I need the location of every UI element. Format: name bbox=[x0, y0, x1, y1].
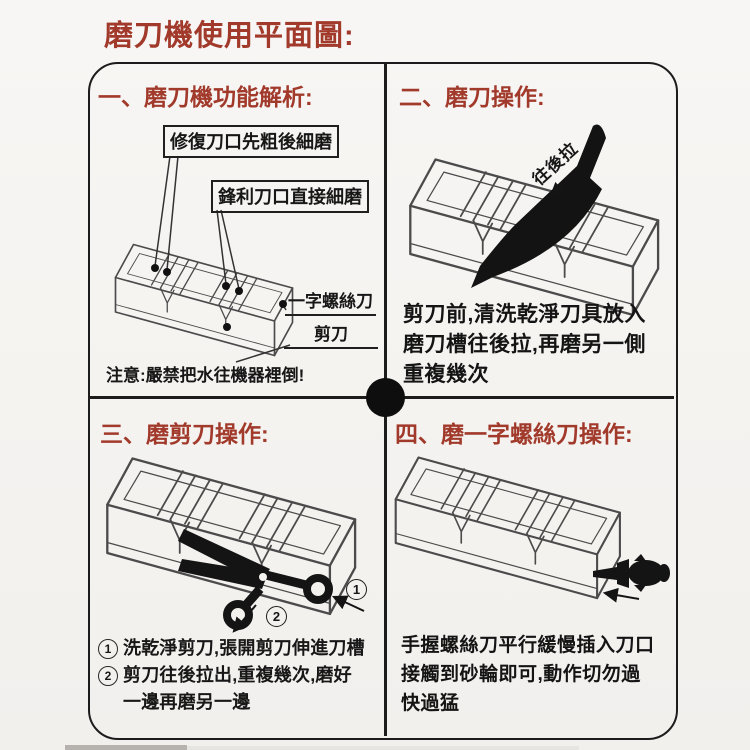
instruction-line: 手握螺絲刀平行緩慢插入刀口 bbox=[401, 635, 655, 656]
bottom-crop-strip-dark bbox=[65, 745, 187, 750]
warning-note: 注意:嚴禁把水往機器裡倒! bbox=[106, 366, 305, 385]
section-1-heading: 一、磨刀機功能解析: bbox=[98, 84, 313, 110]
instruction-line: 接觸到砂輪即可,動作切勿過 bbox=[401, 664, 641, 685]
callout-coarse-grind: 修復刀口先粗後細磨 bbox=[163, 125, 339, 158]
instruction-line: 重複幾次 bbox=[403, 363, 489, 386]
section-knife-sharpening: 往後拉 二、磨刀操作: 剪刀前,清洗乾淨刀具放入 磨刀槽往後拉,再磨另一側 重複… bbox=[387, 62, 674, 396]
callout-fine-grind: 鋒利刀口直接細磨 bbox=[211, 180, 369, 213]
arrow-step-2 bbox=[232, 604, 257, 633]
instruction-line: 快過猛 bbox=[401, 693, 460, 714]
arrow-marker-1: 1 bbox=[346, 579, 367, 600]
page-title: 磨刀機使用平面圖: bbox=[104, 20, 355, 52]
step-1-marker: 1 bbox=[98, 639, 118, 659]
label-flathead-screwdriver: 一字螺絲刀 bbox=[285, 287, 376, 316]
instruction-line: 剪刀前,清洗乾淨刀具放入 bbox=[403, 303, 646, 326]
callout-lines bbox=[154, 155, 291, 363]
step-2-text: 剪刀往後拉出,重複幾次,磨好 bbox=[123, 665, 352, 685]
section-screwdriver-sharpening: 四、磨一字螺絲刀操作: 手握螺絲刀平行緩慢插入刀口 接觸到砂輪即可,動作切勿過 … bbox=[387, 399, 674, 736]
section-2-heading: 二、磨刀操作: bbox=[399, 84, 545, 110]
step-1-text: 洗乾淨剪刀,張開剪刀伸進刀槽 bbox=[123, 638, 365, 658]
label-scissors: 剪刀 bbox=[284, 320, 378, 349]
knife-operation-drawing bbox=[409, 124, 660, 317]
screwdriver-instructions: 手握螺絲刀平行緩慢插入刀口 接觸到砂輪即可,動作切勿過 快過猛 bbox=[401, 631, 655, 718]
scissors-operation-drawing bbox=[106, 457, 365, 633]
center-dot bbox=[366, 378, 405, 417]
section-3-heading: 三、磨剪刀操作: bbox=[100, 421, 269, 447]
slot-dots bbox=[151, 264, 287, 331]
screwdriver-operation-drawing bbox=[394, 456, 670, 603]
scissors-silhouette bbox=[178, 529, 270, 589]
step-2-marker: 2 bbox=[98, 666, 118, 686]
section-function-overview: 一、磨刀機功能解析: 修復刀口先粗後細磨 鋒利刀口直接細磨 一字螺絲刀 剪刀 注… bbox=[88, 62, 385, 396]
bottom-crop-strip-light bbox=[187, 746, 579, 750]
knife-silhouette bbox=[471, 124, 606, 288]
section-4-heading: 四、磨一字螺絲刀操作: bbox=[395, 421, 633, 447]
step-2-continued: 一邊再磨另一邊 bbox=[123, 692, 251, 712]
knife-instructions: 剪刀前,清洗乾淨刀具放入 磨刀槽往後拉,再磨另一側 重複幾次 bbox=[403, 300, 646, 390]
insert-direction-arrow bbox=[602, 587, 640, 603]
arrow-marker-2: 2 bbox=[266, 606, 287, 627]
screwdriver-silhouette bbox=[593, 554, 670, 592]
scissors-handles bbox=[223, 570, 333, 630]
diagram-frame bbox=[88, 62, 678, 740]
scissors-pivot bbox=[259, 573, 267, 581]
instruction-line: 磨刀槽往後拉,再磨另一側 bbox=[403, 333, 646, 356]
pull-direction-arrow bbox=[549, 157, 594, 198]
sharpener-annotated-drawing bbox=[114, 155, 294, 363]
arrow-step-1 bbox=[331, 595, 365, 612]
